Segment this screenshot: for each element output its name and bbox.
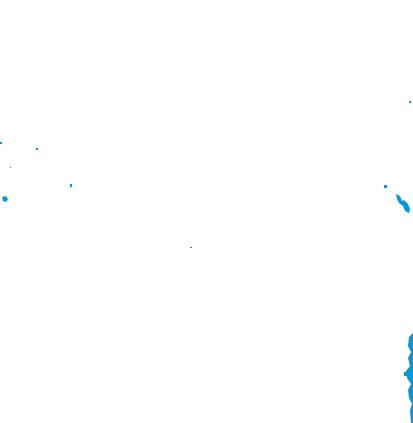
lake-speck bbox=[190, 247, 192, 248]
lake-east-upper bbox=[396, 194, 410, 213]
lake-west bbox=[2, 196, 8, 202]
coast-east-lower bbox=[406, 333, 413, 423]
lake-speck bbox=[10, 167, 11, 168]
lake-speck bbox=[36, 148, 38, 150]
lake-speck bbox=[409, 101, 411, 103]
lake-speck bbox=[0, 142, 2, 144]
lake-speck bbox=[384, 185, 387, 188]
lake-speck bbox=[70, 184, 72, 187]
lake-speck bbox=[404, 372, 407, 376]
